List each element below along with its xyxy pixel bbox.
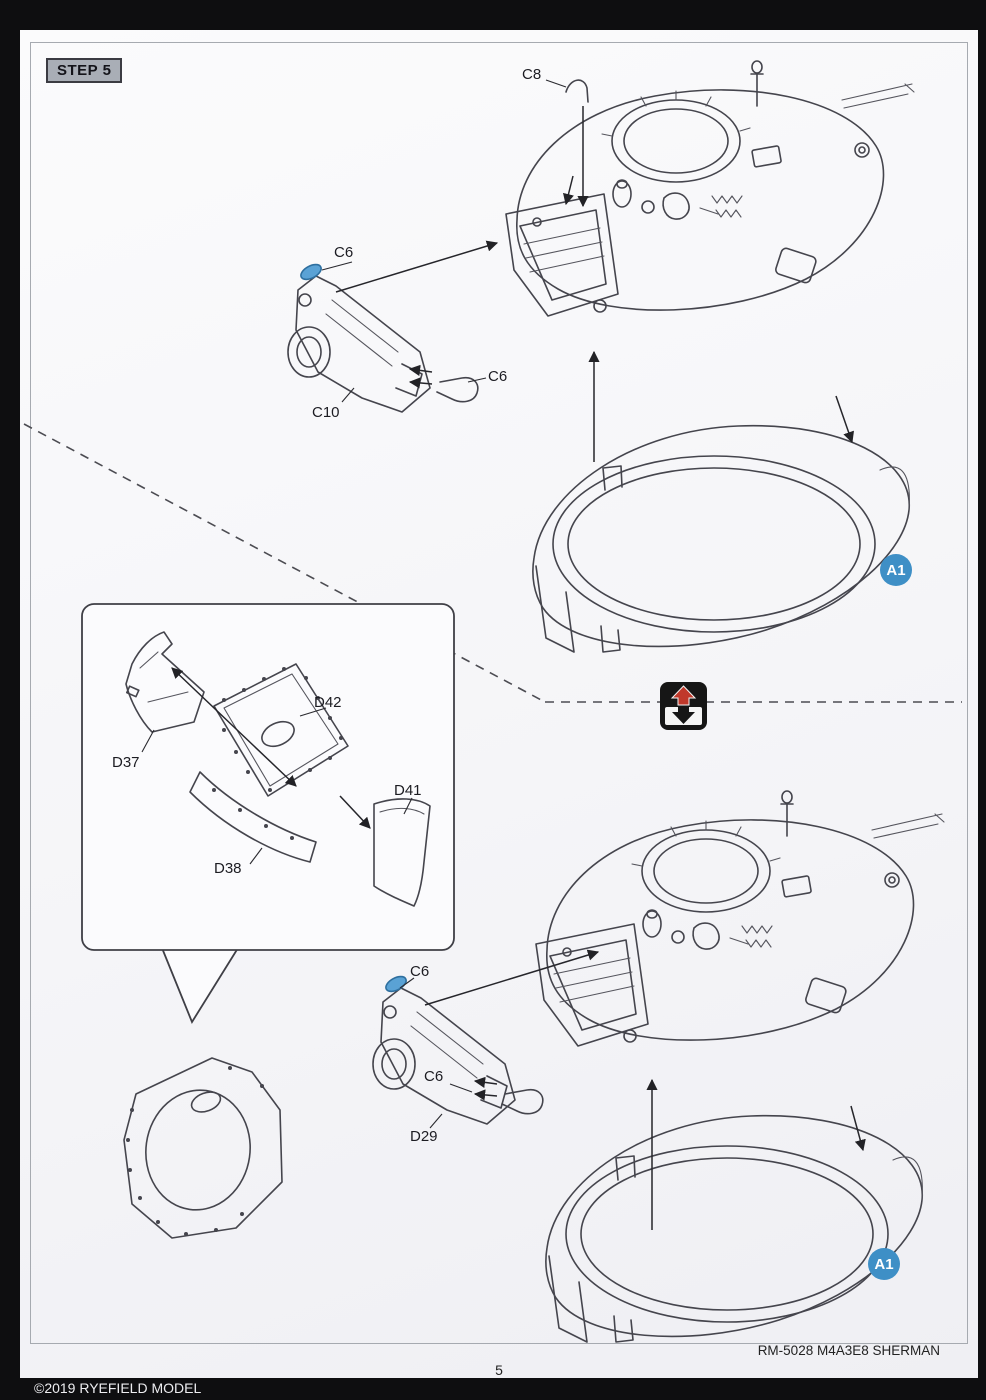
turret-ring-bottom-drawing xyxy=(545,1114,924,1343)
callout-bubble xyxy=(81,603,455,1024)
badge-a1-bottom: A1 xyxy=(868,1248,900,1280)
label-c6-bottom-bracket: C6 xyxy=(410,963,430,980)
turret-ring-top-drawing xyxy=(532,424,911,653)
kit-code: RM-5028 M4A3E8 SHERMAN xyxy=(757,1343,940,1358)
part-d41-drawing xyxy=(373,798,431,907)
callout-arrows xyxy=(141,667,413,865)
bottom-label-leaders xyxy=(399,977,473,1129)
label-c8: C8 xyxy=(522,66,542,83)
fold-separator-line xyxy=(23,423,962,703)
c8-part-drawing xyxy=(565,79,589,103)
part-d38-drawing xyxy=(189,771,317,863)
turret-bottom-drawing xyxy=(535,790,945,1047)
label-c6-bottom-hook: C6 xyxy=(424,1068,444,1085)
label-c10: C10 xyxy=(312,404,340,421)
label-d38: D38 xyxy=(214,860,242,877)
label-d37: D37 xyxy=(112,754,140,771)
label-d41: D41 xyxy=(394,782,422,799)
gun-mount-d29-drawing xyxy=(372,972,516,1125)
label-c6-top-bracket: C6 xyxy=(334,244,354,261)
top-label-leaders xyxy=(321,79,567,403)
step-badge: STEP 5 xyxy=(46,58,123,83)
page-number: 5 xyxy=(495,1362,503,1378)
label-d29: D29 xyxy=(410,1128,438,1145)
badge-a1-top: A1 xyxy=(880,554,912,586)
bottom-assembly-arrows xyxy=(424,949,866,1230)
flip-over-icon xyxy=(660,682,707,730)
label-d42: D42 xyxy=(314,694,342,711)
assembled-mantlet-drawing xyxy=(123,1057,283,1239)
copyright: ©2019 RYEFIELD MODEL xyxy=(34,1380,202,1396)
gun-mount-c10-drawing xyxy=(287,260,431,413)
hook-c6-bottom-drawing xyxy=(501,1088,544,1115)
turret-top-drawing xyxy=(505,60,915,317)
label-c6-top-hook: C6 xyxy=(488,368,508,385)
top-assembly-arrows xyxy=(335,106,854,462)
